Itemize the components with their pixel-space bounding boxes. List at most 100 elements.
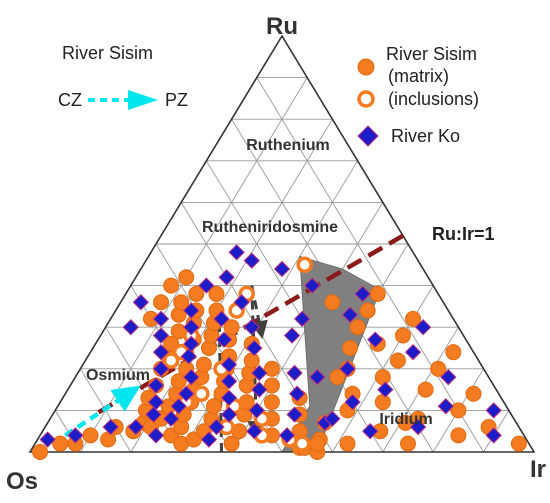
ko-point xyxy=(67,427,84,444)
grid-line xyxy=(256,77,484,453)
ko-point xyxy=(367,331,384,348)
legend xyxy=(357,58,379,147)
matrix-point xyxy=(223,319,240,336)
ko-point xyxy=(485,427,502,444)
matrix-point xyxy=(394,327,411,344)
ko-point xyxy=(414,318,432,336)
ko-point xyxy=(324,410,341,427)
ko-point xyxy=(152,327,170,344)
inclusion-point xyxy=(162,352,180,369)
matrix-point xyxy=(52,435,69,452)
matrix-point xyxy=(397,414,414,431)
matrix-point xyxy=(329,369,346,386)
cz-pz-arrow-legend xyxy=(88,90,158,110)
matrix-point xyxy=(188,285,205,302)
ko-point xyxy=(288,385,306,402)
ko-point xyxy=(440,368,457,386)
ko-point xyxy=(147,377,165,394)
matrix-point xyxy=(465,385,482,402)
ko-point xyxy=(220,406,238,423)
triangle-outline xyxy=(28,34,536,453)
matrix-point xyxy=(510,435,527,452)
data-points xyxy=(32,244,527,460)
ko-point xyxy=(361,422,379,440)
ko-point xyxy=(293,310,311,328)
matrix-point xyxy=(82,427,99,444)
matrix-point xyxy=(339,435,356,452)
ko-point xyxy=(246,422,263,440)
ko-point xyxy=(404,343,422,361)
matrix-point xyxy=(400,435,416,452)
ko-point xyxy=(286,406,303,423)
ko-point xyxy=(286,364,303,382)
ko-point xyxy=(246,339,263,357)
ko-point xyxy=(218,269,235,286)
matrix-point xyxy=(195,356,212,373)
matrix-point xyxy=(389,352,406,369)
ko-point xyxy=(198,277,215,294)
ko-point xyxy=(152,310,170,328)
ko-point xyxy=(145,406,162,423)
ko-point xyxy=(152,360,170,378)
inclusion-point xyxy=(296,256,313,274)
ko-point xyxy=(102,418,119,436)
ko-point xyxy=(251,364,268,382)
matrix-point xyxy=(170,373,187,390)
matrix-point xyxy=(369,285,386,302)
matrix-point xyxy=(430,360,447,377)
legend-marker-matrix xyxy=(357,58,375,76)
matrix-point xyxy=(163,277,180,294)
ko-point xyxy=(183,318,200,336)
ko-point xyxy=(183,335,200,353)
ko-point xyxy=(354,285,371,303)
vertex-label-left: Os xyxy=(6,468,38,495)
cz-pz-arrow-head xyxy=(110,385,141,412)
ko-point xyxy=(233,294,250,311)
matrix-point xyxy=(374,394,391,411)
ko-point xyxy=(147,393,165,411)
ko-point xyxy=(162,410,180,427)
ko-point xyxy=(283,327,301,344)
matrix-point xyxy=(153,294,170,311)
matrix-point xyxy=(243,352,260,369)
ko-point xyxy=(304,277,321,294)
matrix-point xyxy=(263,394,280,411)
ko-point xyxy=(152,343,170,361)
ko-point xyxy=(180,348,197,365)
ko-point xyxy=(243,318,260,336)
ratio-label: Ru:Ir=1 xyxy=(432,224,495,244)
ko-point xyxy=(409,418,427,436)
triangle-frame xyxy=(28,34,536,453)
ko-point xyxy=(344,393,361,411)
matrix-point xyxy=(405,310,422,327)
ko-point xyxy=(183,368,200,386)
ko-point xyxy=(341,306,359,323)
ko-point xyxy=(377,381,394,398)
cz-label: CZ xyxy=(58,90,82,110)
matrix-point xyxy=(359,302,376,319)
ko-point xyxy=(220,373,238,390)
ko-point xyxy=(208,418,225,436)
field-label-rutheniridosmine: Rutheniridosmine xyxy=(202,219,338,236)
ko-point xyxy=(228,244,245,261)
matrix-point xyxy=(445,344,462,361)
matrix-point xyxy=(208,285,225,302)
matrix-point xyxy=(223,435,240,452)
ko-point xyxy=(147,427,165,444)
legend-label-matrix-2: (matrix) xyxy=(388,66,449,86)
legend-marker-ko xyxy=(357,125,379,147)
matrix-point xyxy=(173,294,190,311)
legend-label-ko: River Ko xyxy=(391,126,460,146)
inclusion-point xyxy=(293,435,311,452)
ko-point xyxy=(200,431,218,448)
matrix-point xyxy=(374,369,391,386)
cz-pz-arrow-shaft xyxy=(64,398,119,438)
legend-label-matrix-1: River Sisim xyxy=(386,44,477,64)
matrix-point xyxy=(32,444,49,460)
vertex-label-top: Ru xyxy=(266,13,298,40)
matrix-point xyxy=(178,269,195,286)
ko-point xyxy=(220,389,238,407)
ko-point xyxy=(178,385,195,402)
